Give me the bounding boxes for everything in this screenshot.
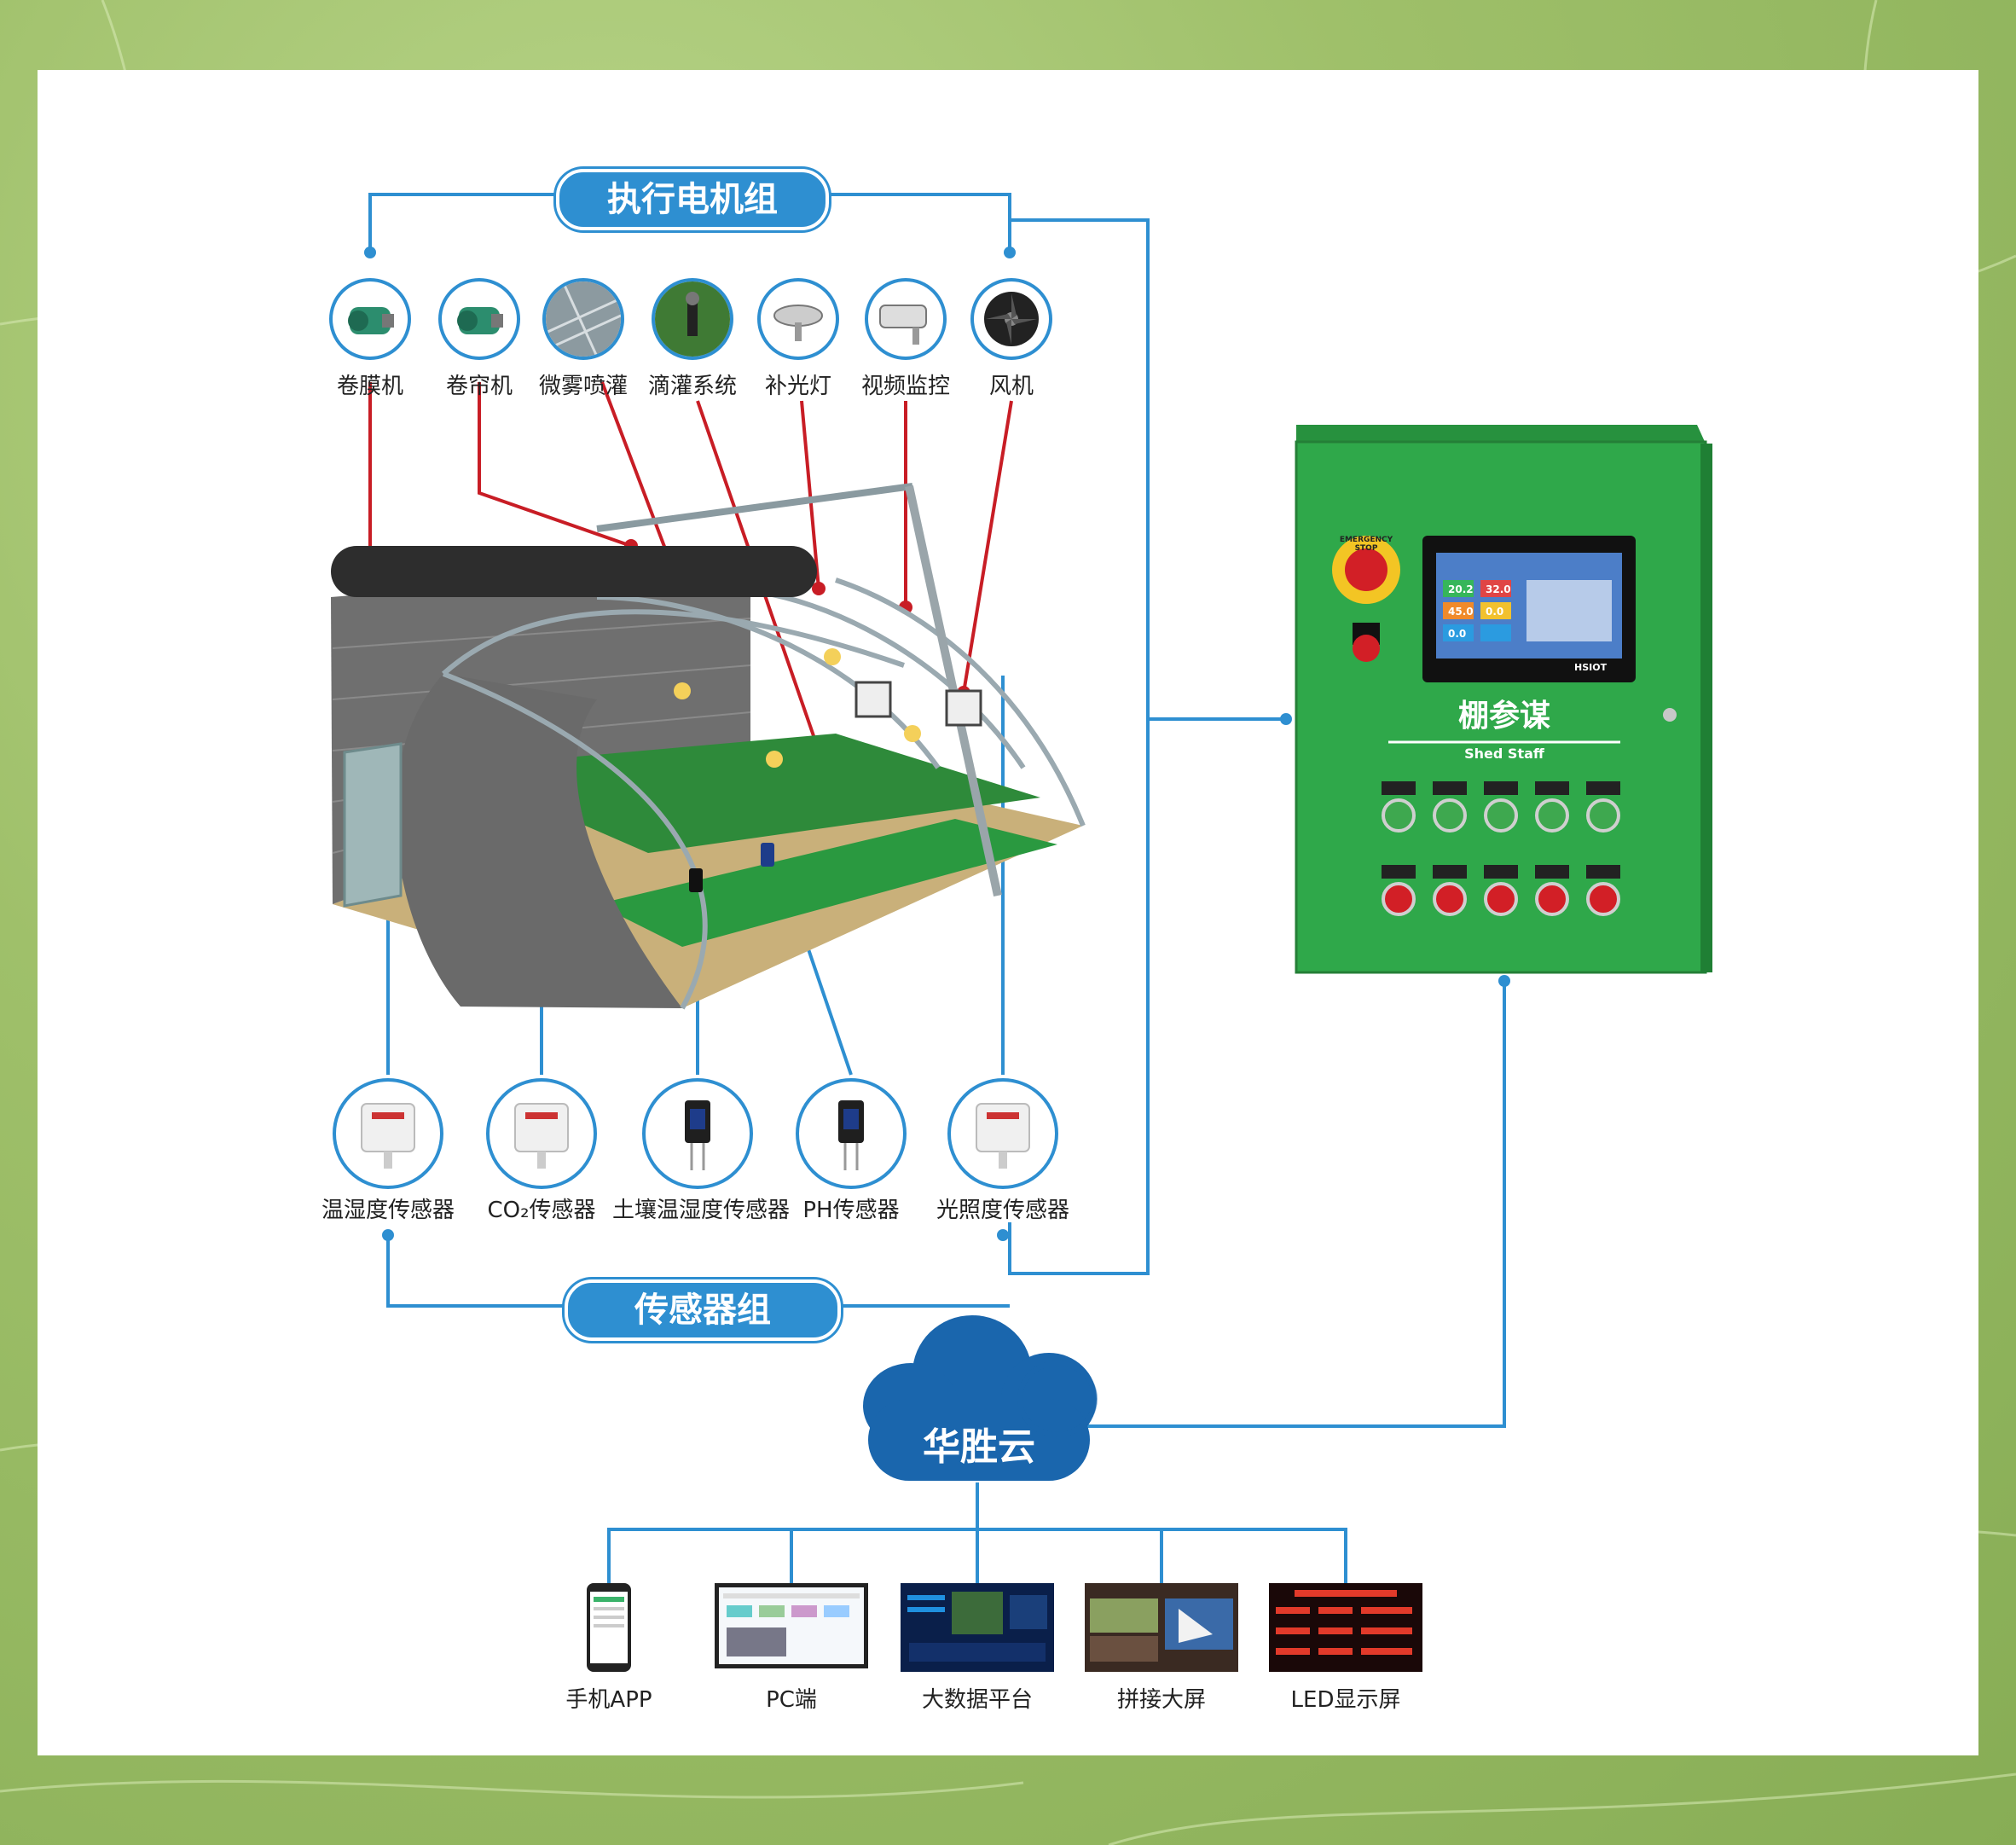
rolled-film xyxy=(331,546,817,597)
greenhouse-lamp xyxy=(904,725,921,742)
fan-icon xyxy=(970,278,1052,360)
sensor-label: PH传感器 xyxy=(802,1198,900,1223)
phone-icon xyxy=(587,1583,631,1672)
greenhouse-lamp xyxy=(674,682,691,699)
soil-probe-icon xyxy=(796,1078,907,1189)
led-board-icon xyxy=(1269,1583,1422,1672)
screen-value: 45.0 xyxy=(1448,606,1474,618)
soil-probe-icon xyxy=(642,1078,753,1189)
green-switch-button-cap xyxy=(1586,798,1620,833)
greenhouse-soil-sensor xyxy=(689,868,703,892)
mist-spray-icon xyxy=(542,278,624,360)
motor-label: 滴灌系统 xyxy=(647,374,737,399)
motor-label: 视频监控 xyxy=(860,374,950,399)
greenhouse-lamp xyxy=(824,648,841,665)
cloud-name: 华胜云 xyxy=(923,1425,1035,1469)
lamp-icon xyxy=(757,278,839,360)
green-switch-button-cap xyxy=(1382,798,1416,833)
emergency-stop-button xyxy=(1345,548,1387,591)
motor-label: 补光灯 xyxy=(764,374,831,399)
red-switch-button[interactable] xyxy=(1586,865,1620,879)
screen-brand: HSIOT xyxy=(1574,662,1608,673)
greenhouse-lamp xyxy=(766,751,783,768)
sensor-box-icon xyxy=(947,1078,1058,1189)
greenhouse-ph-sensor xyxy=(761,843,774,867)
monitor-icon xyxy=(715,1583,868,1668)
red-switch-button[interactable] xyxy=(1535,865,1569,879)
sensor-label: CO₂传感器 xyxy=(487,1198,596,1223)
greenhouse-front-wall xyxy=(395,674,682,1008)
camera-icon xyxy=(865,278,947,360)
pump-icon xyxy=(438,278,520,360)
greenhouse-door xyxy=(343,742,403,908)
green-switch-button[interactable] xyxy=(1586,781,1620,795)
screen-value: 0.0 xyxy=(1486,606,1504,618)
red-switch-button-cap xyxy=(1484,882,1518,916)
terminal-label: PC端 xyxy=(766,1687,817,1713)
sensor-label: 土壤温湿度传感器 xyxy=(612,1198,791,1223)
sensor-label: 光照度传感器 xyxy=(936,1198,1069,1223)
sensor-box-icon xyxy=(333,1078,443,1189)
pump-icon xyxy=(329,278,411,360)
video-wall-icon xyxy=(1085,1583,1238,1672)
green-switch-button-cap xyxy=(1535,798,1569,833)
terminal-label: 手机APP xyxy=(565,1687,652,1713)
dashboard-icon xyxy=(901,1583,1054,1672)
power-button xyxy=(1353,635,1380,662)
green-switch-button[interactable] xyxy=(1535,781,1569,795)
green-switch-button[interactable] xyxy=(1382,781,1416,795)
sensor-box-icon xyxy=(486,1078,597,1189)
terminal-label: 拼接大屏 xyxy=(1116,1687,1206,1713)
red-switch-button[interactable] xyxy=(1484,865,1518,879)
motor-label: 卷膜机 xyxy=(336,374,403,399)
red-switch-button[interactable] xyxy=(1382,865,1416,879)
motor-label: 卷帘机 xyxy=(445,374,513,399)
red-switch-button[interactable] xyxy=(1433,865,1467,879)
green-switch-button-cap xyxy=(1484,798,1518,833)
screen-value: 20.2 xyxy=(1448,583,1474,595)
screen-value: 0.0 xyxy=(1448,628,1467,640)
green-switch-button[interactable] xyxy=(1433,781,1467,795)
red-switch-button-cap xyxy=(1586,882,1620,916)
greenhouse-bed-back xyxy=(452,734,1040,853)
red-switch-button-cap xyxy=(1433,882,1467,916)
screen-value: 32.0 xyxy=(1486,583,1511,595)
terminal-label: LED显示屏 xyxy=(1290,1687,1401,1713)
cabinet-subtitle: Shed Staff xyxy=(1464,746,1544,762)
sensor-group-title: 传感器组 xyxy=(565,1279,841,1341)
greenhouse-bed-front xyxy=(597,819,1057,947)
motor-group-title: 执行电机组 xyxy=(556,169,829,230)
emergency-stop-label: EMERGENCY STOP xyxy=(1339,536,1393,553)
red-switch-button-cap xyxy=(1382,882,1416,916)
sensor-label: 温湿度传感器 xyxy=(321,1198,455,1223)
green-switch-button-cap xyxy=(1433,798,1467,833)
terminal-label: 大数据平台 xyxy=(921,1687,1033,1713)
green-switch-button[interactable] xyxy=(1484,781,1518,795)
greenhouse-fan-icon xyxy=(854,681,892,718)
red-switch-button-cap xyxy=(1535,882,1569,916)
drip-irrigation-icon xyxy=(652,278,733,360)
motor-label: 微雾喷灌 xyxy=(538,374,628,399)
cabinet-title: 棚参谋 xyxy=(1457,699,1550,734)
greenhouse-fan-icon xyxy=(945,689,982,727)
motor-label: 风机 xyxy=(988,374,1034,399)
